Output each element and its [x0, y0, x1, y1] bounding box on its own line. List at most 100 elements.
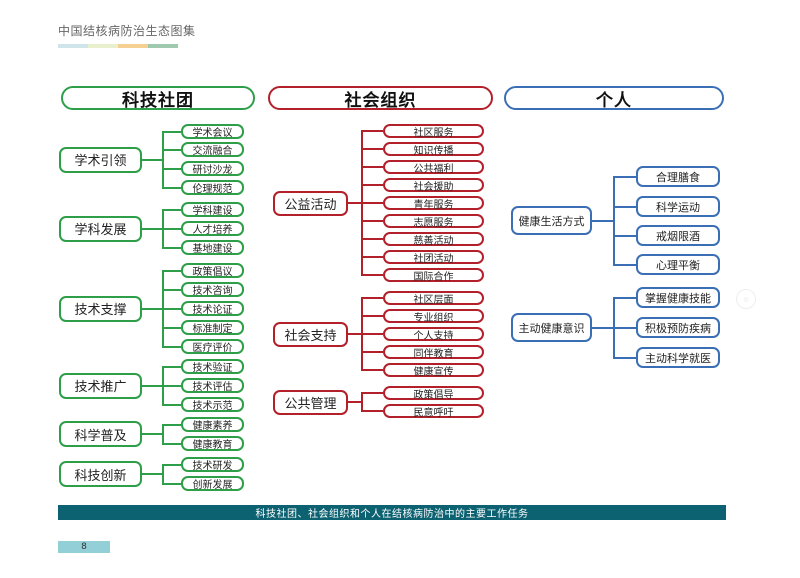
connector-line — [362, 410, 383, 412]
task-node: 主动科学就医 — [636, 347, 720, 368]
connector-line — [362, 274, 383, 276]
task-node: 专业组织 — [383, 309, 484, 324]
connector-line — [163, 326, 181, 329]
connector-line — [362, 220, 383, 222]
connector-line — [163, 307, 181, 310]
task-node: 伦理规范 — [181, 180, 244, 195]
connector-line — [163, 423, 181, 426]
task-node: 社区服务 — [383, 124, 484, 139]
category-node: 主动健康意识 — [511, 313, 592, 342]
connector-line — [163, 384, 181, 387]
color-strip-segment — [148, 44, 178, 48]
color-strip-segment — [118, 44, 148, 48]
connector-line — [362, 238, 383, 240]
connector-line — [163, 365, 181, 368]
task-node: 民意呼吁 — [383, 404, 484, 419]
color-strip-segment — [58, 44, 88, 48]
task-node: 国际合作 — [383, 268, 484, 283]
category-node: 社会支持 — [273, 321, 348, 347]
task-node: 青年服务 — [383, 196, 484, 211]
task-node: 技术论证 — [181, 301, 244, 316]
category-node: 学术引领 — [59, 146, 142, 173]
task-node: 公共福利 — [383, 160, 484, 175]
task-node: 创新发展 — [181, 476, 244, 491]
category-node: 公共管理 — [273, 389, 348, 415]
task-node: 人才培养 — [181, 221, 244, 236]
category-node: 科学普及 — [59, 421, 142, 447]
header-green: 科技社团 — [61, 86, 255, 111]
connector-line — [163, 442, 181, 445]
task-node: 技术研发 — [181, 457, 244, 472]
connector-line — [142, 473, 163, 475]
task-node: 慈善活动 — [383, 232, 484, 247]
connector-line — [348, 202, 362, 204]
connector-line — [163, 148, 181, 151]
connector-line — [362, 202, 383, 204]
connector-line — [362, 369, 383, 371]
connector-line — [614, 205, 636, 208]
task-node: 技术验证 — [181, 359, 244, 374]
connector-line — [142, 384, 163, 387]
caption-bar: 科技社团、社会组织和个人在结核病防治中的主要工作任务 — [58, 505, 726, 520]
connector-line — [163, 403, 181, 406]
connector-line — [362, 351, 383, 353]
connector-line — [362, 392, 383, 394]
connector-line — [163, 246, 181, 249]
connector-line — [142, 433, 163, 435]
header-blue: 个人 — [504, 86, 724, 111]
task-node: 知识传播 — [383, 142, 484, 157]
category-node: 学科发展 — [59, 215, 142, 242]
color-strip — [58, 44, 178, 48]
task-node: 学科建设 — [181, 202, 244, 217]
connector-line — [142, 227, 163, 230]
connector-line — [362, 184, 383, 186]
connector-line — [362, 333, 383, 335]
connector-line — [163, 269, 181, 272]
task-node: 技术咨询 — [181, 282, 244, 297]
task-node: 同伴教育 — [383, 345, 484, 360]
connector-line — [162, 130, 164, 189]
task-node: 社会援助 — [383, 178, 484, 193]
connector-line — [614, 263, 636, 266]
category-node: 技术推广 — [59, 372, 142, 399]
connector-line — [163, 463, 181, 466]
task-node: 戒烟限酒 — [636, 225, 720, 246]
connector-line — [142, 158, 163, 161]
connector-line — [614, 356, 636, 359]
connector-line — [162, 463, 164, 485]
connector-line — [162, 423, 164, 445]
task-node: 学术会议 — [181, 124, 244, 139]
task-node: 科学运动 — [636, 196, 720, 217]
task-node: 健康素养 — [181, 417, 244, 432]
connector-line — [613, 175, 615, 266]
task-node: 社团活动 — [383, 250, 484, 265]
task-node: 健康宣传 — [383, 363, 484, 378]
connector-line — [614, 296, 636, 299]
connector-line — [362, 130, 383, 132]
task-node: 健康教育 — [181, 436, 244, 451]
connector-line — [614, 234, 636, 237]
connector-line — [163, 167, 181, 170]
connector-line — [142, 307, 163, 310]
connector-line — [163, 482, 181, 485]
task-node: 政策倡议 — [181, 263, 244, 278]
task-node: 政策倡导 — [383, 386, 484, 401]
page-title: 中国结核病防治生态图集 — [58, 24, 196, 38]
connector-line — [614, 326, 636, 329]
connector-line — [592, 326, 614, 329]
category-node: 健康生活方式 — [511, 206, 592, 235]
category-node: 科技创新 — [59, 461, 142, 487]
connector-line — [614, 175, 636, 178]
connector-line — [348, 401, 362, 403]
category-node: 公益活动 — [273, 190, 348, 216]
connector-line — [163, 208, 181, 211]
task-node: 心理平衡 — [636, 254, 720, 275]
connector-line — [592, 219, 614, 222]
task-node: 技术评估 — [181, 378, 244, 393]
connector-line — [163, 130, 181, 133]
task-node: 研讨沙龙 — [181, 161, 244, 176]
task-node: 志愿服务 — [383, 214, 484, 229]
task-node: 医疗评价 — [181, 339, 244, 354]
task-node: 标准制定 — [181, 320, 244, 335]
connector-line — [361, 392, 363, 412]
